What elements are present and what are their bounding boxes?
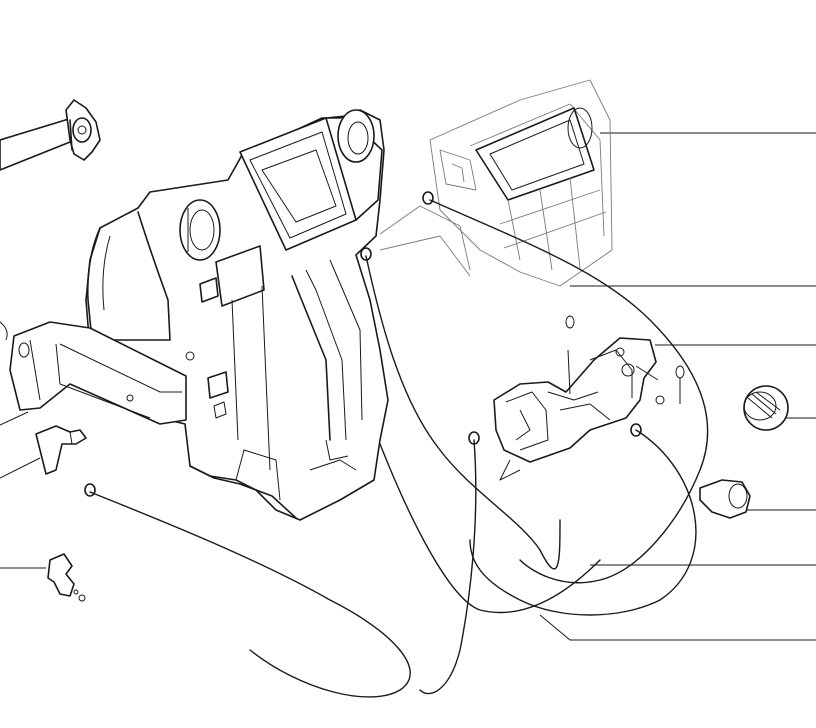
control-knob-small: [699, 479, 751, 519]
bowden-cable-4: [419, 423, 697, 695]
leader-mid-left-2: [0, 457, 41, 479]
heater-box-assembly: [85, 109, 389, 521]
leader-mid-left-1: [0, 411, 29, 426]
dashboard-vent-grille: [379, 79, 613, 287]
air-duct-pipe: [0, 99, 101, 171]
clip-bracket: [47, 553, 86, 602]
bowden-cables: [84, 191, 709, 698]
flap-lever: [35, 425, 87, 475]
side-duct-outlet: [0, 321, 187, 425]
bowden-cable-3: [84, 443, 601, 698]
callout-leaders: [0, 121, 816, 641]
leader-cable-bottom: [539, 614, 816, 641]
control-knob: [743, 385, 789, 431]
temperature-control-panel: [493, 315, 685, 481]
bowden-cable-1: [422, 191, 709, 584]
